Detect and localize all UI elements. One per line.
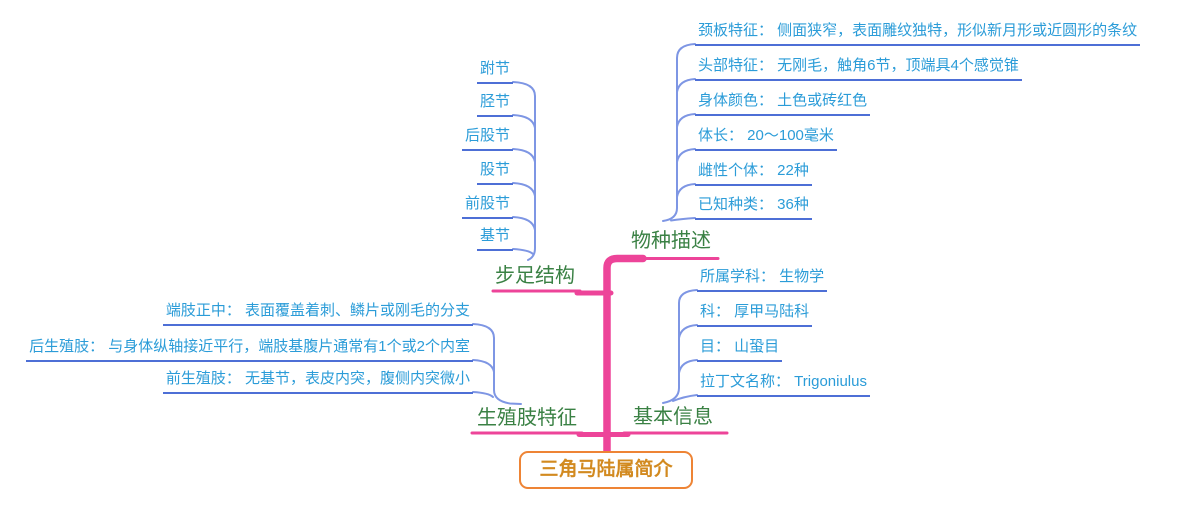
trunk-line bbox=[603, 254, 647, 456]
list-item[interactable]: 胫节 bbox=[476, 92, 513, 117]
branch-label-species[interactable]: 物种描述 bbox=[631, 230, 711, 252]
child-connector-basic bbox=[678, 359, 698, 374]
child-connector-species bbox=[676, 78, 696, 93]
list-item[interactable]: 跗节 bbox=[476, 59, 513, 84]
list-item[interactable]: 前生殖肢： 无基节，表皮内突，腹侧内突微小 bbox=[162, 369, 473, 394]
child-connector-legs bbox=[512, 216, 536, 231]
list-item[interactable]: 颈板特征： 侧面狭窄，表面雕纹独特，形似新月形或近圆形的条纹 bbox=[695, 21, 1141, 46]
list-item[interactable]: 基节 bbox=[476, 226, 513, 251]
child-connector-species bbox=[676, 113, 696, 128]
child-connector-basic bbox=[662, 289, 698, 404]
list-item[interactable]: 所属学科： 生物学 bbox=[697, 267, 828, 292]
branch-label-legs[interactable]: 步足结构 bbox=[495, 265, 575, 287]
child-connector-legs bbox=[512, 81, 536, 261]
list-item[interactable]: 端肢正中： 表面覆盖着刺、鳞片或刚毛的分支 bbox=[162, 301, 473, 326]
list-item[interactable]: 前股节 bbox=[461, 194, 513, 219]
list-item[interactable]: 头部特征： 无刚毛，触角6节，顶端具4个感觉锥 bbox=[695, 56, 1022, 81]
list-item[interactable]: 目： 山蛩目 bbox=[697, 337, 783, 362]
child-connector-gonopods bbox=[472, 323, 522, 405]
root-topic[interactable]: 三角马陆属简介 bbox=[519, 451, 693, 489]
list-item[interactable]: 拉丁文名称： Trigoniulus bbox=[697, 372, 870, 397]
child-connector-legs bbox=[512, 114, 536, 129]
list-item[interactable]: 股节 bbox=[476, 160, 513, 185]
child-connector-gonopods bbox=[472, 359, 495, 373]
child-connector-species bbox=[676, 148, 696, 163]
list-item[interactable]: 已知种类： 36种 bbox=[695, 195, 812, 220]
branch-label-gonopods[interactable]: 生殖肢特征 bbox=[477, 407, 577, 429]
list-item[interactable]: 雌性个体： 22种 bbox=[695, 161, 812, 186]
child-connector-species bbox=[662, 43, 696, 222]
list-item[interactable]: 体长： 20～100毫米 bbox=[695, 126, 837, 151]
branch-label-basic[interactable]: 基本信息 bbox=[633, 406, 713, 428]
list-item[interactable]: 科： 厚甲马陆科 bbox=[697, 302, 813, 327]
child-connector-basic bbox=[678, 324, 698, 339]
child-connector-legs bbox=[512, 182, 536, 197]
child-connector-species bbox=[676, 183, 696, 198]
list-item[interactable]: 后生殖肢： 与身体纵轴接近平行，端肢基腹片通常有1个或2个内室 bbox=[26, 337, 473, 362]
child-connector-species bbox=[670, 217, 696, 222]
list-item[interactable]: 身体颜色： 土色或砖红色 bbox=[695, 91, 871, 116]
child-connector-legs bbox=[512, 248, 534, 255]
list-item[interactable]: 后股节 bbox=[461, 126, 513, 151]
child-connector-gonopods bbox=[472, 391, 494, 398]
child-connector-legs bbox=[512, 148, 536, 163]
child-connector-basic bbox=[672, 394, 698, 402]
